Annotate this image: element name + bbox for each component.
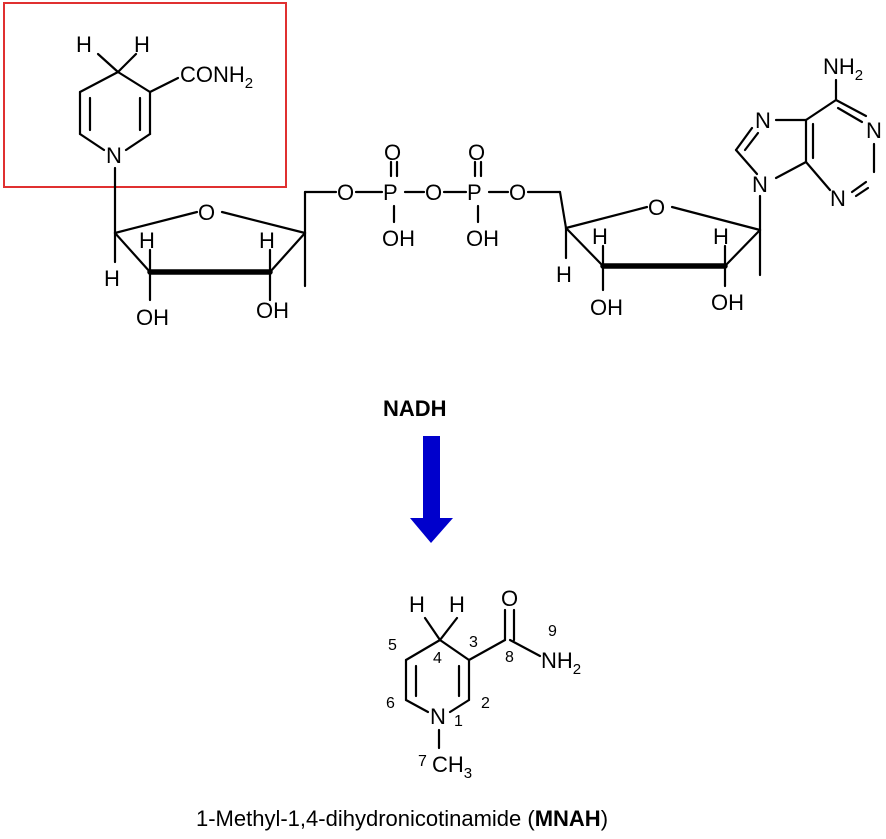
mnah-ring-n: N [430,704,446,729]
ribose2-o: O [648,195,665,220]
mnah-num-2: 2 [481,695,490,712]
mnah-num-5: 5 [388,637,397,654]
nadh-ring-n: N [106,143,122,168]
nadh-adenine: N N NH2 N N [734,54,882,211]
nadh-title: NADH [383,396,447,421]
phosphate-o-1: O [337,180,354,205]
ribose1-o: O [198,200,215,225]
phosphate-p-2: P [467,180,482,205]
phosphate-p-1: P [383,180,398,205]
adenine-n3: N [830,186,846,211]
reaction-arrow [410,436,453,543]
mnah-h-b: H [449,592,465,617]
nicotinamide-highlight-box [3,2,287,188]
phosphate-oh-1: OH [382,226,415,251]
nadh-h-b: H [134,32,150,57]
mnah-structure: H H O NH2 N CH3 1 2 3 4 5 6 7 8 9 [386,586,581,782]
mnah-num-6: 6 [386,695,395,712]
mnah-nh2: NH2 [541,648,581,678]
ribose2-h-c4: H [556,262,572,287]
mnah-caption: 1-Methyl-1,4-dihydronicotinamide (MNAH) [196,806,608,831]
mnah-num-1: 1 [454,713,463,730]
nadh-ribose-1: O H H H OH OH [104,190,338,330]
ribose2-h-c3: H [592,224,608,249]
ribose1-oh-c2: OH [136,305,169,330]
nadh-nicotinamide: H H CONH2 N [76,32,253,235]
mnah-carbonyl-o: O [501,586,518,611]
nadh-amide-label: CONH2 [180,62,253,92]
adenine-n7: N [755,108,771,133]
phosphate-oh-2: OH [466,226,499,251]
phosphate-o-top-2: O [468,140,485,165]
phosphate-o-top-1: O [384,140,401,165]
ribose1-oh-c3: OH [256,298,289,323]
adenine-n1: N [866,118,882,143]
adenine-n9: N [752,172,768,197]
nadh-diphosphate: O P O OH O P O OH O [337,140,568,251]
nadh-ribose-2: O H H H OH OH [556,194,762,320]
mnah-num-4: 4 [433,650,442,667]
ribose1-h-c2: H [139,228,155,253]
mnah-h-a: H [409,592,425,617]
phosphate-o-bridge: O [425,180,442,205]
ribose1-h-c1: H [104,266,120,291]
nadh-h-a: H [76,32,92,57]
mnah-num-7: 7 [418,753,427,770]
ribose2-oh-c2: OH [711,290,744,315]
phosphate-o-3: O [509,180,526,205]
ribose2-oh-c3: OH [590,295,623,320]
mnah-num-3: 3 [469,634,478,651]
mnah-num-8: 8 [505,649,514,666]
mnah-ch3: CH3 [432,752,472,782]
ribose2-h-c2: H [713,224,729,249]
mnah-num-9: 9 [548,623,557,640]
ribose1-h-c3: H [259,228,275,253]
adenine-nh2: NH2 [823,54,863,84]
